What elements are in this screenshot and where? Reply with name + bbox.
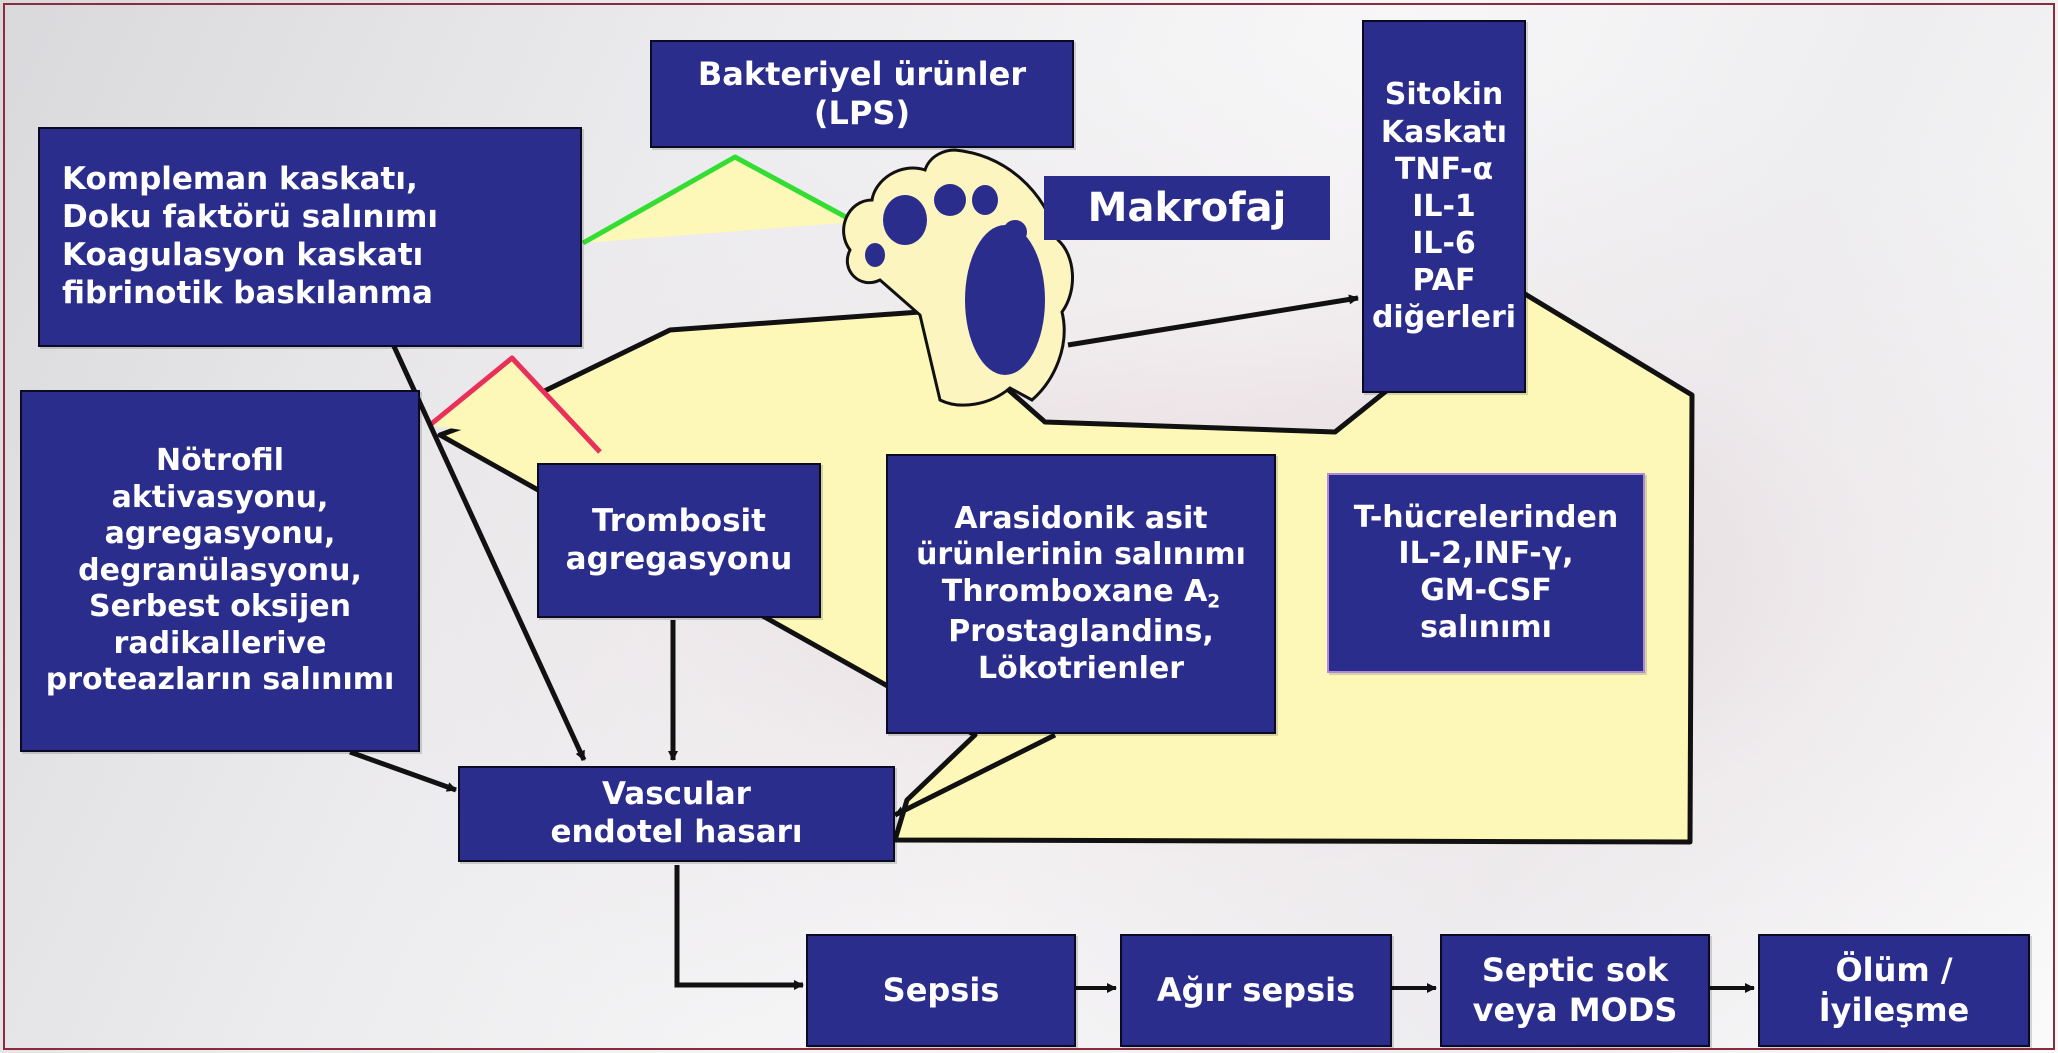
olum-box: Ölüm / İyileşme bbox=[1758, 934, 2030, 1047]
notrofil-box: Nötrofil aktivasyonu, agregasyonu, degra… bbox=[20, 390, 420, 752]
sepsis-box: Sepsis bbox=[806, 934, 1076, 1047]
sitokin-box: Sitokin Kaskatı TNF-α IL-1 IL-6 PAF diğe… bbox=[1362, 20, 1526, 393]
agir-sepsis-box: Ağır sepsis bbox=[1120, 934, 1392, 1047]
tcell-box: T-hücrelerinden IL-2,INF-γ, GM-CSF salın… bbox=[1327, 473, 1645, 673]
bakteriyel-box: Bakteriyel ürünler (LPS) bbox=[650, 40, 1074, 148]
arrow-macrophage-sitokin bbox=[1068, 298, 1358, 345]
vascular-box: Vascular endotel hasarı bbox=[458, 766, 895, 862]
arrow-vascular-sepsis bbox=[677, 865, 803, 985]
arasidonik-box: Arasidonik asit ürünlerinin salınımı Thr… bbox=[886, 454, 1276, 734]
septic-box: Septic sok veya MODS bbox=[1440, 934, 1710, 1047]
arasidonik-text: Arasidonik asit ürünlerinin salınımı Thr… bbox=[916, 501, 1246, 688]
kompleman-box: Kompleman kaskatı, Doku faktörü salınımı… bbox=[38, 127, 582, 347]
makrofaj-label: Makrofaj bbox=[1044, 176, 1330, 240]
arrow-notrofil-vascular bbox=[350, 752, 456, 790]
trombosit-box: Trombosit agregasyonu bbox=[537, 463, 821, 618]
